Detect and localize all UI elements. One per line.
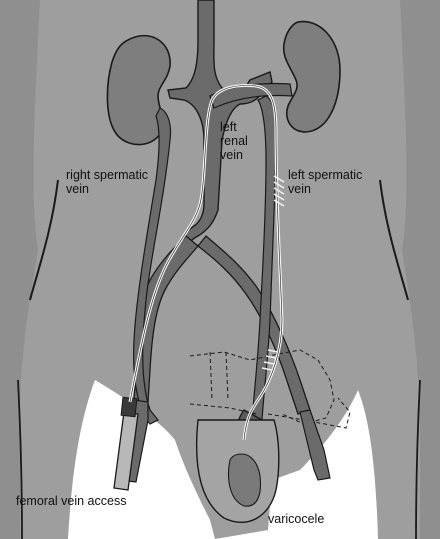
label-left-renal-vein-line-1: left bbox=[220, 120, 248, 134]
label-varicocele: varicocele bbox=[268, 512, 324, 526]
label-left-renal-vein-line-3: vein bbox=[220, 148, 248, 162]
label-left-spermatic-vein-line-1: left spermatic bbox=[288, 168, 362, 182]
label-right-spermatic-vein: right spermatic vein bbox=[66, 168, 148, 196]
label-femoral-vein-access-text: femoral vein access bbox=[16, 494, 126, 508]
label-left-renal-vein: left renal vein bbox=[220, 120, 248, 162]
label-left-renal-vein-line-2: renal bbox=[220, 134, 248, 148]
label-femoral-vein-access: femoral vein access bbox=[16, 494, 126, 508]
label-right-spermatic-vein-line-2: vein bbox=[66, 182, 148, 196]
label-left-spermatic-vein: left spermatic vein bbox=[288, 168, 362, 196]
label-varicocele-text: varicocele bbox=[268, 512, 324, 526]
label-left-spermatic-vein-line-2: vein bbox=[288, 182, 362, 196]
label-right-spermatic-vein-line-1: right spermatic bbox=[66, 168, 148, 182]
